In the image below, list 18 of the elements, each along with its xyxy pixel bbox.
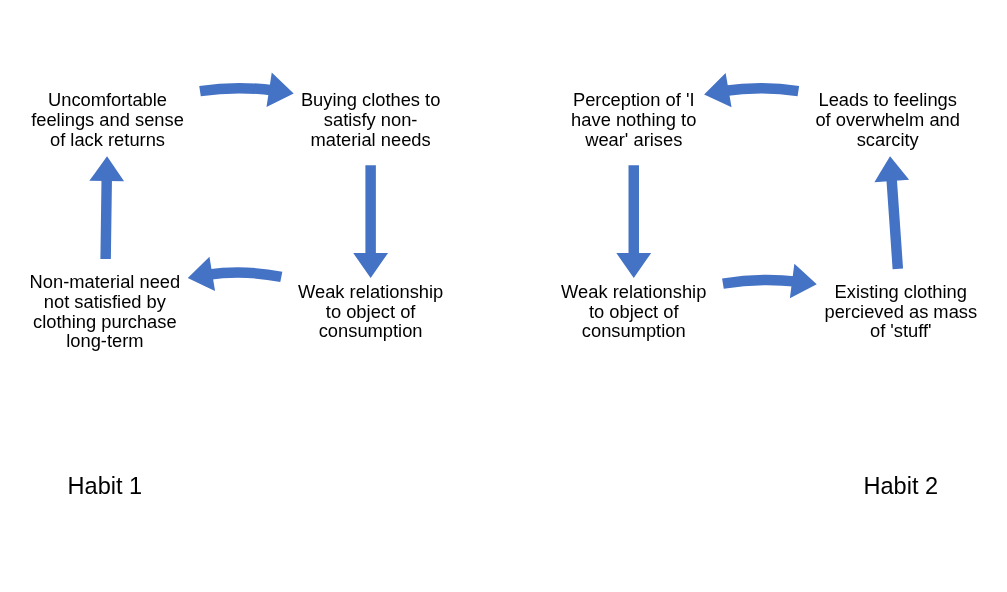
arrow xyxy=(199,72,294,107)
node-text: Weak relationship to object of consumption xyxy=(561,280,707,341)
node-text: Perception of 'I have nothing to wear' arises xyxy=(571,88,697,150)
label: Habit 1 xyxy=(67,472,143,499)
node-text: Uncomfortable feelings and sense of lack returns xyxy=(31,88,184,150)
node-text: Weak relationship to object of consumption xyxy=(298,280,444,341)
arrow xyxy=(874,155,910,269)
node-text: Leads to feelings of overwhelm and scarcity xyxy=(815,88,960,150)
arrow xyxy=(704,72,800,107)
arrow xyxy=(353,164,388,278)
arrow xyxy=(187,256,283,291)
node-text: Non-material need not satisfied by clothing purchase long-term xyxy=(29,270,181,351)
arrow xyxy=(722,263,817,298)
label: Habit 2 xyxy=(863,472,939,499)
node-text: Existing clothing percieved as mass of 'stuff' xyxy=(824,280,978,341)
arrow xyxy=(616,164,652,278)
arrow xyxy=(89,155,125,259)
node-text: Buying clothes to satisfy non-material needs xyxy=(300,88,441,150)
